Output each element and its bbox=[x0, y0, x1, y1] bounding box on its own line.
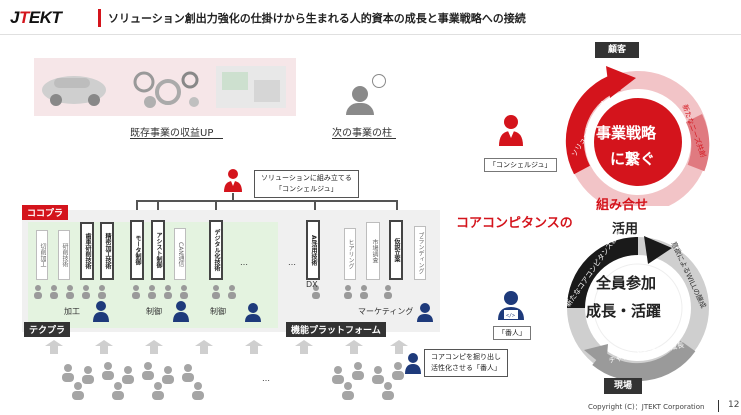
guardian-callout: コアコンピを掘り出し 活性化させる「番人」 bbox=[424, 349, 508, 377]
connector bbox=[232, 193, 234, 201]
concierge-person-icon-right bbox=[499, 115, 523, 146]
group-label: 加工 bbox=[64, 307, 80, 316]
skill-box: モータ制御 bbox=[130, 220, 144, 280]
product-photos bbox=[34, 58, 296, 116]
upper-center-line1: 事業戦略 bbox=[596, 124, 657, 142]
guardian-callout-line2: 活性化させる「番人」 bbox=[431, 364, 501, 372]
skill-box: 研削技術 bbox=[58, 230, 70, 280]
skill-box: AI活用技術 bbox=[306, 220, 320, 280]
copyright: Copyright (C)：JTEKT Corporation bbox=[588, 403, 705, 411]
product-photos-graphic bbox=[42, 66, 286, 108]
upper-center-line2: に繋ぐ bbox=[610, 150, 656, 168]
svg-text:</>: </> bbox=[506, 313, 515, 319]
skill-box: 仮説立案 bbox=[389, 220, 403, 280]
skill-box: 市場調査 bbox=[366, 222, 380, 280]
concierge-callout-line2: 「コンシェルジュ」 bbox=[275, 185, 338, 193]
next-caption-underline bbox=[332, 138, 396, 139]
group-label: 制御 bbox=[146, 307, 162, 316]
skill-box: 歯車研削技術 bbox=[80, 222, 94, 280]
lower-center-line1: 全員参加 bbox=[596, 274, 657, 292]
existing-business-caption: 既存事業の収益UP bbox=[130, 128, 214, 139]
person-body-icon bbox=[346, 103, 374, 115]
guardian-label: 「番人」 bbox=[493, 326, 531, 340]
engineer-highlight-icon bbox=[173, 301, 189, 322]
utilization-text: 活用 bbox=[612, 222, 639, 237]
lower-cycle-diagram bbox=[567, 236, 709, 382]
combination-text: 組み合せ bbox=[596, 198, 649, 213]
connector bbox=[136, 200, 398, 202]
ellipsis: … bbox=[240, 258, 248, 267]
tech-platform-tag: テクプラ bbox=[24, 322, 71, 337]
title-accent-bar bbox=[98, 9, 101, 27]
next-business-caption: 次の事業の柱 bbox=[332, 128, 392, 139]
page-title: ソリューション創出力強化の仕掛けから生まれる人的資本の成長と事業戦略への接続 bbox=[108, 12, 526, 25]
ellipsis: … bbox=[288, 258, 296, 267]
group-label: マーケティング bbox=[358, 307, 414, 316]
person-icon-next bbox=[352, 86, 368, 102]
concierge-callout: ソリューションに組み立てる 「コンシェルジュ」 bbox=[254, 170, 359, 198]
guardian-person-icon bbox=[405, 353, 421, 374]
skill-box: アシスト制御 bbox=[151, 220, 165, 280]
group-label: 制御 bbox=[210, 307, 226, 316]
core-platform-tag: ココプラ bbox=[22, 205, 69, 220]
concierge-label: 「コンシェルジュ」 bbox=[484, 158, 557, 172]
skill-box: CAN通信 bbox=[174, 228, 186, 280]
skill-box: デジタル化技術 bbox=[209, 220, 223, 280]
core-competence-text: コアコンピタンスの bbox=[456, 216, 573, 231]
page-divider bbox=[718, 400, 719, 412]
engineer-highlight-icon bbox=[245, 303, 261, 322]
lightbulb-icon bbox=[372, 74, 386, 88]
engineer-highlight-icon bbox=[93, 301, 109, 322]
page-number: 12 bbox=[728, 400, 740, 410]
upper-cycle-diagram bbox=[565, 66, 710, 206]
function-platform-tag: 機能プラットフォーム bbox=[286, 322, 386, 337]
employees-crowd-icons bbox=[62, 362, 404, 400]
skill-box: 切削加工 bbox=[36, 230, 48, 280]
guardian-person-icon-right: </> bbox=[498, 291, 524, 320]
company-logo: JTEKT bbox=[10, 8, 62, 27]
engineers-row-icons bbox=[34, 285, 392, 299]
ellipsis: … bbox=[262, 374, 270, 383]
site-tag: 現場 bbox=[604, 378, 642, 394]
guardian-callout-line1: コアコンピを掘り出し bbox=[431, 353, 501, 361]
header-divider bbox=[0, 34, 741, 35]
skill-box: 精密加工技術 bbox=[100, 222, 114, 280]
customer-tag: 顧客 bbox=[595, 42, 639, 58]
lower-center-line2: 成長・活躍 bbox=[586, 302, 662, 320]
engineer-highlight-icon bbox=[417, 303, 433, 322]
skill-box: ヒアリング bbox=[344, 228, 356, 280]
existing-caption-underline bbox=[130, 138, 223, 139]
concierge-callout-line1: ソリューションに組み立てる bbox=[261, 174, 352, 182]
concierge-person-icon bbox=[224, 169, 242, 192]
skill-box: ブランディング bbox=[414, 226, 426, 280]
group-label: DX bbox=[306, 280, 318, 289]
upward-arrows bbox=[45, 340, 408, 354]
